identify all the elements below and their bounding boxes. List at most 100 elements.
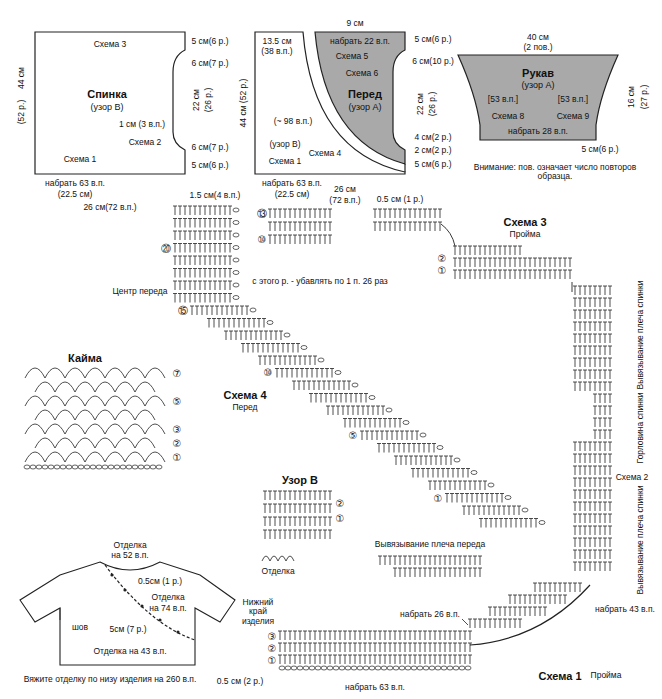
annotation: 2 см(2 р.) — [414, 146, 451, 155]
stitch-row — [263, 530, 332, 539]
stitch-row — [326, 406, 385, 415]
annotation: 5 см(6 р.) — [191, 161, 228, 170]
stitch-row — [411, 469, 470, 478]
chain-loop — [339, 666, 345, 670]
chain-loop — [90, 465, 96, 469]
chain-arches — [25, 452, 165, 462]
stitch-row — [573, 382, 612, 391]
chain-arches — [25, 368, 165, 378]
piece-name: Спинка — [87, 88, 127, 100]
piece-shape — [404, 164, 405, 172]
garment-sketch — [20, 562, 235, 665]
dimension-label: 16 см — [627, 86, 636, 108]
annotation: 6 см(7 р.) — [191, 59, 228, 68]
chain-loop — [102, 465, 108, 469]
annotation: набрать 43 в.п. — [595, 605, 655, 614]
row-number: ⑩ — [258, 234, 267, 245]
chain-loop — [386, 408, 392, 412]
chain-loop — [60, 465, 66, 469]
stitch-row — [468, 619, 522, 628]
chain-loop — [321, 666, 327, 670]
trim-dot — [176, 630, 179, 633]
stitch-row — [190, 306, 249, 315]
stitch-row — [573, 442, 612, 451]
stitch-row — [309, 394, 368, 403]
row-number: ② — [268, 643, 277, 654]
annotation: 5 см(6 р.) — [414, 35, 451, 44]
row-number: ⑬ — [257, 208, 267, 219]
front-shoulder-chart — [378, 556, 482, 577]
chain-loop — [309, 666, 315, 670]
chain-loop — [54, 465, 60, 469]
chain-loop — [488, 483, 494, 487]
annotation: 1.5 см(4 в.п.) — [190, 191, 241, 200]
trim-dot — [110, 573, 113, 576]
stitch-row — [573, 322, 612, 331]
annotation: Перед — [232, 403, 257, 412]
row-number: ③ — [173, 424, 182, 435]
stitch-row — [393, 568, 482, 577]
stitch-row — [445, 494, 504, 503]
chain-loop — [84, 465, 90, 469]
chain-loop — [132, 465, 138, 469]
chain-loop — [156, 465, 162, 469]
chain-loop — [352, 383, 358, 387]
stitch-row — [573, 550, 612, 559]
stitch-row — [479, 519, 538, 528]
stitch-row — [377, 444, 436, 453]
chain-loop — [387, 666, 393, 670]
chain-loop — [250, 308, 256, 312]
chain-loop — [369, 666, 375, 670]
row-number: ① — [434, 493, 443, 504]
back-shoulder-chart — [573, 286, 612, 571]
chain-loop — [335, 371, 341, 375]
stitch-row — [173, 206, 232, 215]
edging-chart — [24, 368, 165, 469]
stitch-row — [593, 394, 612, 403]
annotation: 0.5 см (1 р.) — [377, 195, 423, 204]
stitch-row — [173, 231, 232, 240]
annotation: 5 см(6 р.) — [191, 37, 228, 46]
annotation: Вяжите отделку по низу изделия на 260 в.… — [24, 675, 197, 684]
annotation: 6 см(7 р.) — [191, 143, 228, 152]
piece-shape — [315, 32, 405, 164]
stitch-row — [263, 517, 332, 526]
chain-loop — [351, 666, 357, 670]
annotation: набрать 26 в.п. — [400, 610, 460, 619]
annotation: 26 см — [334, 185, 356, 194]
chain-loop — [297, 666, 303, 670]
chain-loop — [327, 666, 333, 670]
chain-loop — [233, 208, 239, 212]
annotation: набрать 63 в.п. — [345, 683, 405, 692]
chain-loop — [381, 666, 387, 670]
chain-loop — [120, 465, 126, 469]
annotation: 5 см(6 р.) — [581, 145, 618, 154]
chain-loop — [233, 296, 239, 300]
stitch-row — [573, 310, 612, 319]
dimension-label: 22 см — [416, 93, 425, 115]
chain-loop — [357, 666, 363, 670]
chain-loop — [423, 666, 429, 670]
chain-loop — [78, 465, 84, 469]
row-number: ⑩ — [264, 367, 273, 378]
chain-loop — [437, 446, 443, 450]
stitch-row — [573, 562, 612, 571]
chart-title: Схема 4 — [223, 389, 266, 401]
annotation: (узор В) — [269, 140, 300, 149]
annotation: Схема 6 — [346, 69, 379, 78]
chain-loop — [363, 666, 369, 670]
chain-loop — [315, 666, 321, 670]
chain-loop — [150, 465, 156, 469]
chain-loop — [233, 221, 239, 225]
stitch-row — [428, 481, 487, 490]
stitch-row — [394, 456, 453, 465]
chain-loop — [138, 465, 144, 469]
stitch-row — [268, 222, 332, 231]
stitch-row — [173, 281, 232, 290]
stitch-row — [378, 556, 482, 565]
stitch-row — [173, 269, 232, 278]
chain-loop — [233, 258, 239, 262]
chain-loop — [284, 333, 290, 337]
stitch-row — [573, 454, 612, 463]
piece-name: Перед — [348, 88, 382, 100]
